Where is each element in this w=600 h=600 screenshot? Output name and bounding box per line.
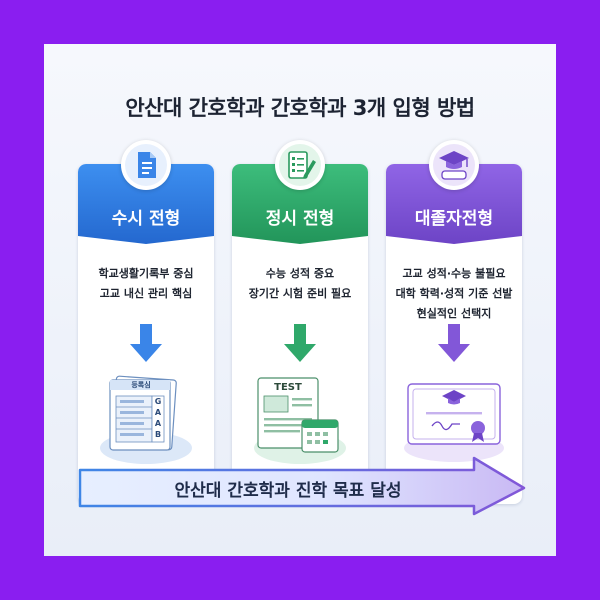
desc-line: 고교 내신 관리 핵심 — [99, 287, 193, 300]
desc-line: 고교 성적·수능 불필요 — [402, 267, 506, 280]
right-arrow-banner — [78, 456, 526, 516]
column-jeongsi: 정시 전형 수능 성적 중요 장기간 시험 준비 필요 — [232, 140, 368, 504]
desc-line: 현실적인 선택지 — [416, 307, 492, 320]
column-susi: 수시 전형 학교생활기록부 중심 고교 내신 관리 핵심 — [78, 140, 214, 504]
down-arrow-icon — [438, 324, 470, 362]
infographic-card: 안산대 간호학과 간호학과 3개 입형 방법 수시 전형 학교생활기록부 중심 — [44, 44, 556, 556]
grade-cell: G — [154, 397, 162, 406]
down-arrow-icon — [284, 324, 316, 362]
graduation-cap-diploma-icon — [429, 140, 479, 190]
record-header: 등록심 — [131, 381, 151, 389]
desc-line: 대학 학력·성적 기준 선발 — [395, 287, 513, 300]
checklist-pencil-icon — [275, 140, 325, 190]
test-paper-calendar-icon: TEST — [252, 374, 348, 468]
desc-line: 학교생활기록부 중심 — [98, 267, 194, 280]
document-icon — [121, 140, 171, 190]
record-sheets-icon: 등록심 G A A B — [100, 374, 192, 468]
column-desc-susi: 학교생활기록부 중심 고교 내신 관리 핵심 — [84, 264, 208, 304]
page-title: 안산대 간호학과 간호학과 3개 입형 방법 — [125, 96, 475, 120]
grade-cell: A — [154, 408, 162, 417]
certificate-icon — [402, 376, 506, 466]
column-graduate: 대졸자전형 고교 성적·수능 불필요 대학 학력·성적 기준 선발 현실적인 선… — [386, 140, 522, 504]
column-desc-jeongsi: 수능 성적 중요 장기간 시험 준비 필요 — [238, 264, 362, 304]
down-arrow-icon — [130, 324, 162, 362]
column-header-bg — [232, 164, 368, 244]
column-label-susi: 수시 전형 — [111, 209, 181, 229]
goal-banner: 안산대 간호학과 진학 목표 달성 — [78, 456, 528, 516]
column-desc-graduate: 고교 성적·수능 불필요 대학 학력·성적 기준 선발 현실적인 선택지 — [392, 264, 516, 324]
desc-line: 장기간 시험 준비 필요 — [248, 287, 352, 300]
column-header-bg — [78, 164, 214, 244]
column-label-jeongsi: 정시 전형 — [265, 209, 335, 229]
grade-column: G A A B — [152, 396, 164, 440]
grade-cell: A — [154, 419, 162, 428]
desc-line: 수능 성적 중요 — [265, 267, 335, 280]
test-header: TEST — [274, 382, 302, 393]
grade-cell: B — [154, 430, 162, 439]
column-label-graduate: 대졸자전형 — [414, 209, 494, 229]
column-header-bg — [386, 164, 522, 244]
banner-label: 안산대 간호학과 진학 목표 달성 — [174, 481, 402, 501]
